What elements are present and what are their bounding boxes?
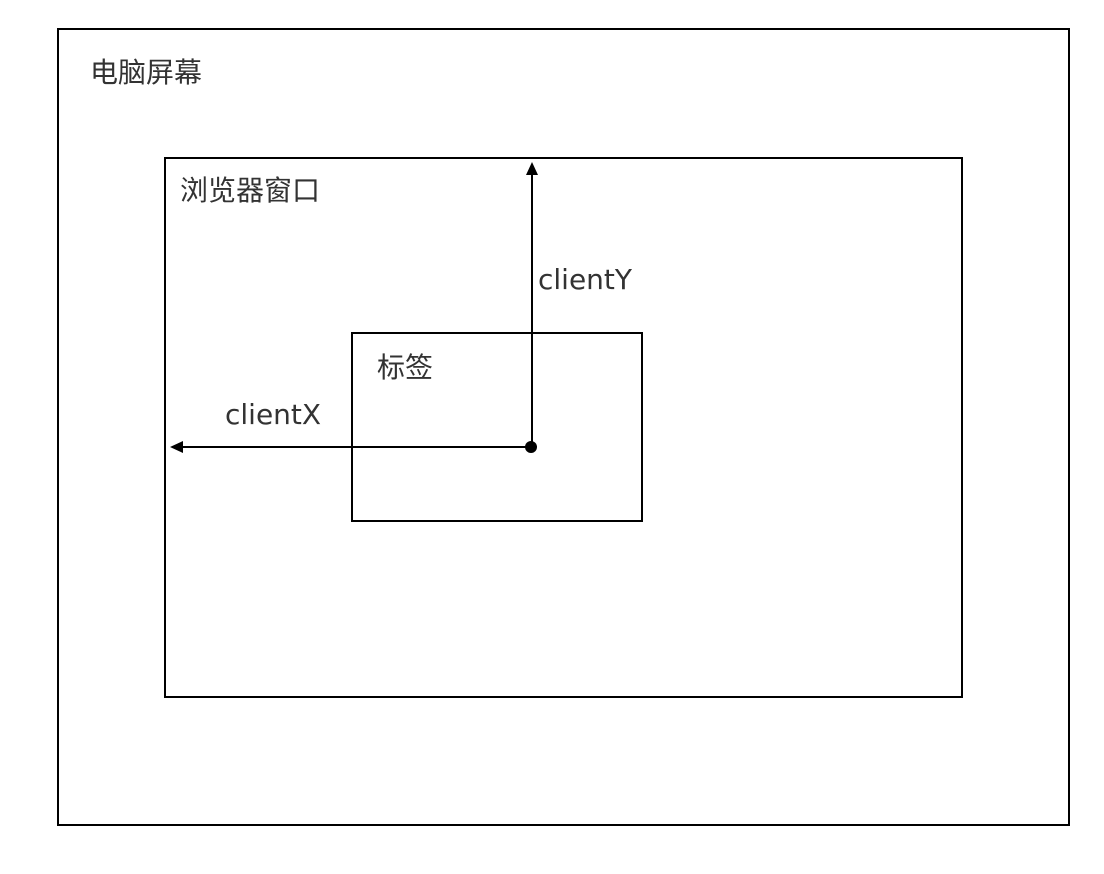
element-label: 标签 [377,351,434,384]
browser-window-label: 浏览器窗口 [180,174,321,207]
client-x-arrowhead [170,441,183,453]
browser-window-box [164,157,963,698]
client-y-label: clientY [538,263,633,296]
client-y-arrowhead [526,162,538,175]
mouse-point [525,441,537,453]
computer-screen-box [57,28,1070,826]
computer-screen-label: 电脑屏幕 [90,56,203,89]
client-x-label: clientX [225,398,322,431]
element-box [351,332,643,522]
